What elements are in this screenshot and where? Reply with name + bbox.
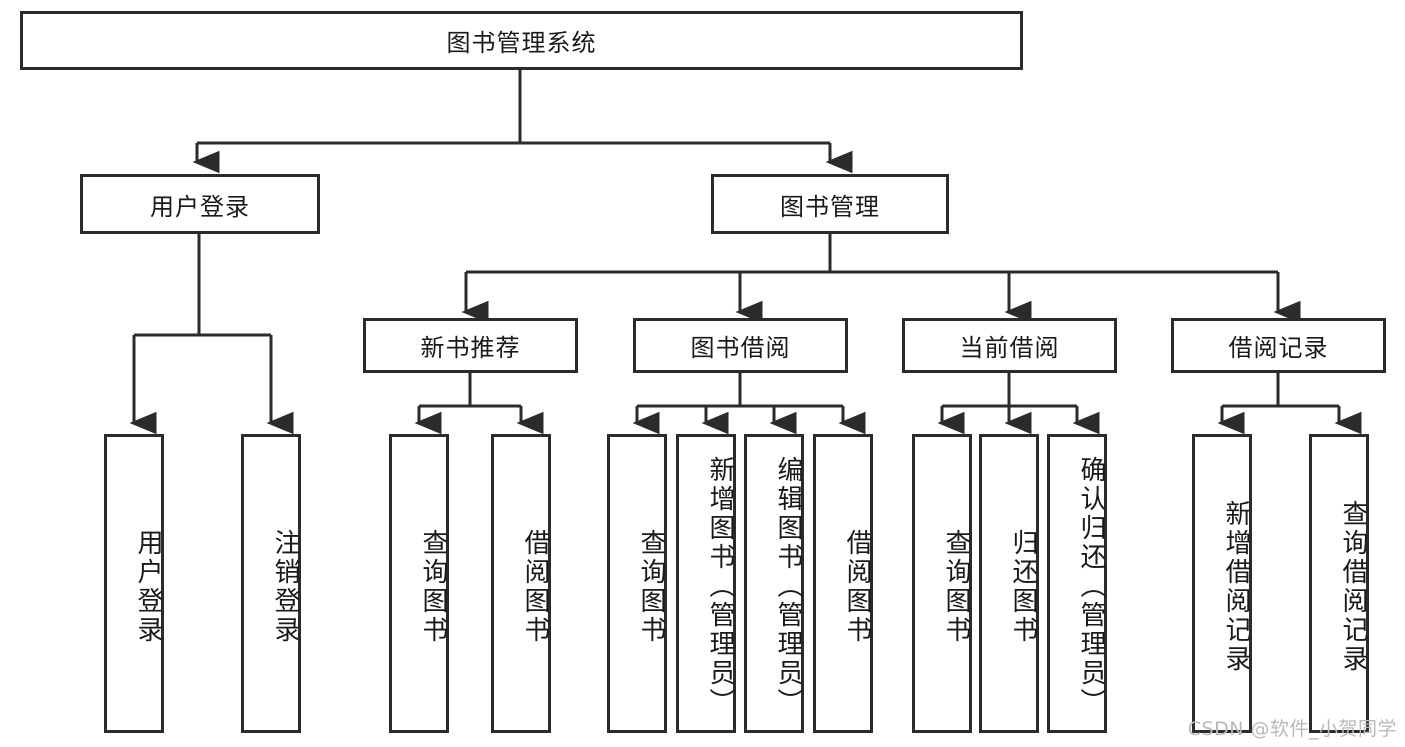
node-borrow-records[interactable]: 借阅记录 [1171, 318, 1386, 373]
leaf-borrow-book-recommend[interactable]: 借阅图书 [491, 434, 551, 733]
node-label: 查询借阅记录 [1338, 499, 1368, 674]
leaf-logout-login[interactable]: 注销登录 [241, 434, 301, 733]
node-label: 新增借阅记录 [1221, 499, 1251, 674]
node-label: 用户登录 [133, 528, 163, 645]
node-label: 当前借阅 [959, 334, 1060, 362]
node-user-login[interactable]: 用户登录 [80, 174, 320, 234]
node-label: 图书管理系统 [446, 29, 597, 57]
node-label: 借阅记录 [1228, 334, 1329, 362]
node-label: 查询图书 [636, 528, 666, 645]
node-label: 新增图书（管理员） [705, 456, 735, 717]
node-label: 查询图书 [941, 528, 971, 645]
leaf-borrow-book[interactable]: 借阅图书 [813, 434, 873, 733]
leaf-query-book-current[interactable]: 查询图书 [912, 434, 972, 733]
leaf-user-login[interactable]: 用户登录 [104, 434, 164, 733]
node-label: 借阅图书 [842, 528, 872, 645]
leaf-query-borrow-record[interactable]: 查询借阅记录 [1309, 434, 1369, 733]
node-label: 新书推荐 [420, 334, 521, 362]
node-root-book-management-system[interactable]: 图书管理系统 [20, 11, 1023, 70]
node-book-management[interactable]: 图书管理 [711, 174, 949, 234]
node-label: 用户登录 [150, 192, 250, 221]
node-label: 借阅图书 [520, 528, 550, 645]
node-label: 注销登录 [270, 528, 300, 645]
leaf-edit-book-admin[interactable]: 编辑图书（管理员） [744, 434, 804, 733]
leaf-add-book-admin[interactable]: 新增图书（管理员） [676, 434, 736, 733]
node-label: 图书借阅 [690, 334, 791, 362]
leaf-query-book-borrow[interactable]: 查询图书 [607, 434, 667, 733]
csdn-watermark: CSDN @软件_小贺同学 [1187, 718, 1397, 740]
leaf-query-book-recommend[interactable]: 查询图书 [389, 434, 449, 733]
leaf-add-borrow-record[interactable]: 新增借阅记录 [1192, 434, 1252, 733]
leaf-return-book[interactable]: 归还图书 [979, 434, 1039, 733]
node-label: 归还图书 [1008, 528, 1038, 645]
node-label: 编辑图书（管理员） [773, 456, 803, 717]
node-label: 查询图书 [418, 528, 448, 645]
node-label: 确认归还（管理员） [1076, 456, 1106, 717]
node-label: 图书管理 [780, 192, 880, 221]
leaf-confirm-return-admin[interactable]: 确认归还（管理员） [1047, 434, 1107, 733]
node-new-book-recommend[interactable]: 新书推荐 [363, 318, 578, 373]
node-current-borrow[interactable]: 当前借阅 [902, 318, 1117, 373]
node-book-borrow[interactable]: 图书借阅 [633, 318, 848, 373]
